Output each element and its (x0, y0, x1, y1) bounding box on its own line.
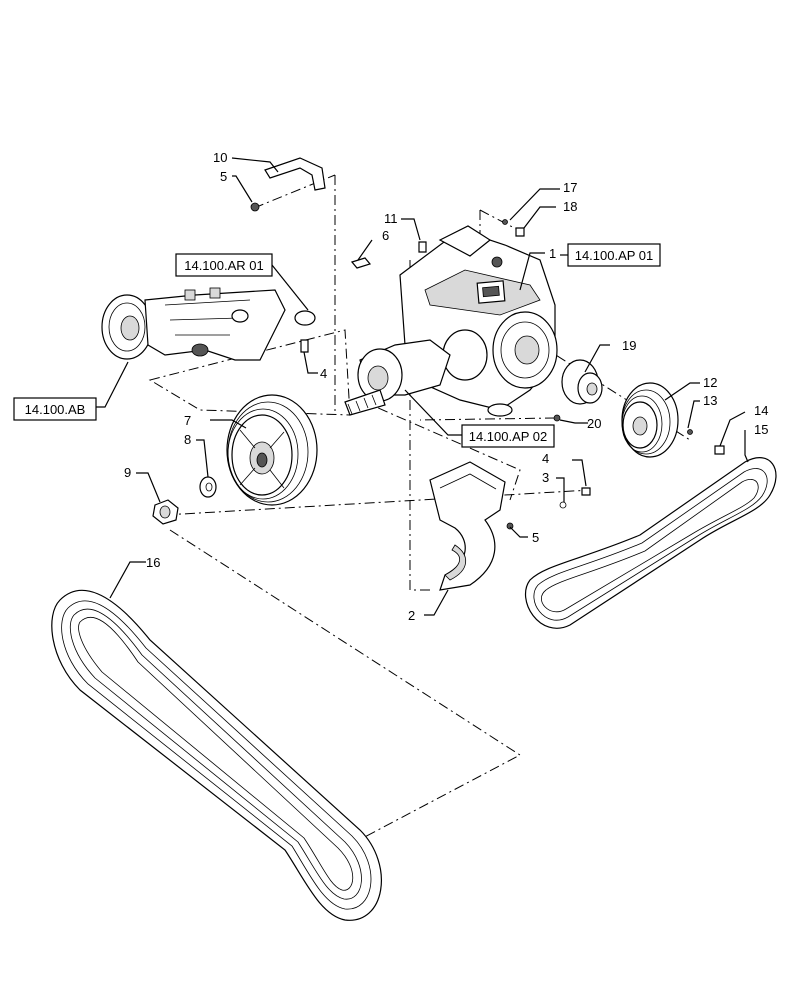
fasteners (502, 219, 725, 530)
large-pulley (226, 394, 318, 506)
belt-shield (429, 461, 506, 591)
svg-text:14.100.AP 02: 14.100.AP 02 (469, 429, 548, 444)
callout-14: 14 (754, 403, 768, 418)
v-belt-long (51, 589, 382, 921)
callout-5-right: 5 (532, 530, 539, 545)
svg-text:14.100.AR 01: 14.100.AR 01 (184, 258, 264, 273)
bolt-top-left (250, 202, 260, 212)
callout-15: 15 (754, 422, 768, 437)
reference-box-ar01[interactable]: 14.100.AR 01 (175, 253, 273, 277)
callout-6: 6 (382, 228, 389, 243)
svg-text:14.100.AB: 14.100.AB (25, 402, 86, 417)
engine-pulley-bracket-assembly (101, 287, 316, 361)
leader-lines (95, 157, 749, 616)
callout-7: 7 (184, 413, 191, 428)
callout-12: 12 (703, 375, 717, 390)
callout-13: 13 (703, 393, 717, 408)
small-pulley (621, 382, 679, 458)
callout-2: 2 (408, 608, 415, 623)
callout-numbers: 10 5 11 6 17 18 1 19 4 12 13 14 15 20 7 … (124, 150, 768, 623)
bolt-4-left (300, 339, 309, 353)
bolt-11 (418, 241, 427, 253)
reference-box-ab[interactable]: 14.100.AB (13, 397, 97, 421)
setscrew-20 (553, 414, 561, 422)
nut (152, 499, 179, 525)
callout-11: 11 (384, 211, 398, 226)
callout-8: 8 (184, 432, 191, 447)
callout-16: 16 (146, 555, 160, 570)
washer (199, 476, 217, 498)
callout-9: 9 (124, 465, 131, 480)
upper-bracket (264, 157, 326, 191)
callout-10: 10 (213, 150, 227, 165)
callout-1: 1 (549, 246, 556, 261)
reference-box-ap01[interactable]: 14.100.AP 01 (567, 243, 661, 267)
key (350, 257, 372, 269)
gearbox (344, 225, 558, 417)
callout-18: 18 (563, 199, 577, 214)
callout-5-top: 5 (220, 169, 227, 184)
v-belt-short (524, 457, 777, 629)
callout-17: 17 (563, 180, 577, 195)
callout-4-right: 4 (542, 451, 549, 466)
reference-box-ap02[interactable]: 14.100.AP 02 (461, 424, 555, 448)
callout-20: 20 (587, 416, 601, 431)
callout-4-left: 4 (320, 366, 327, 381)
hub (561, 359, 603, 405)
callout-19: 19 (622, 338, 636, 353)
svg-text:14.100.AP 01: 14.100.AP 01 (575, 248, 654, 263)
callout-3: 3 (542, 470, 549, 485)
